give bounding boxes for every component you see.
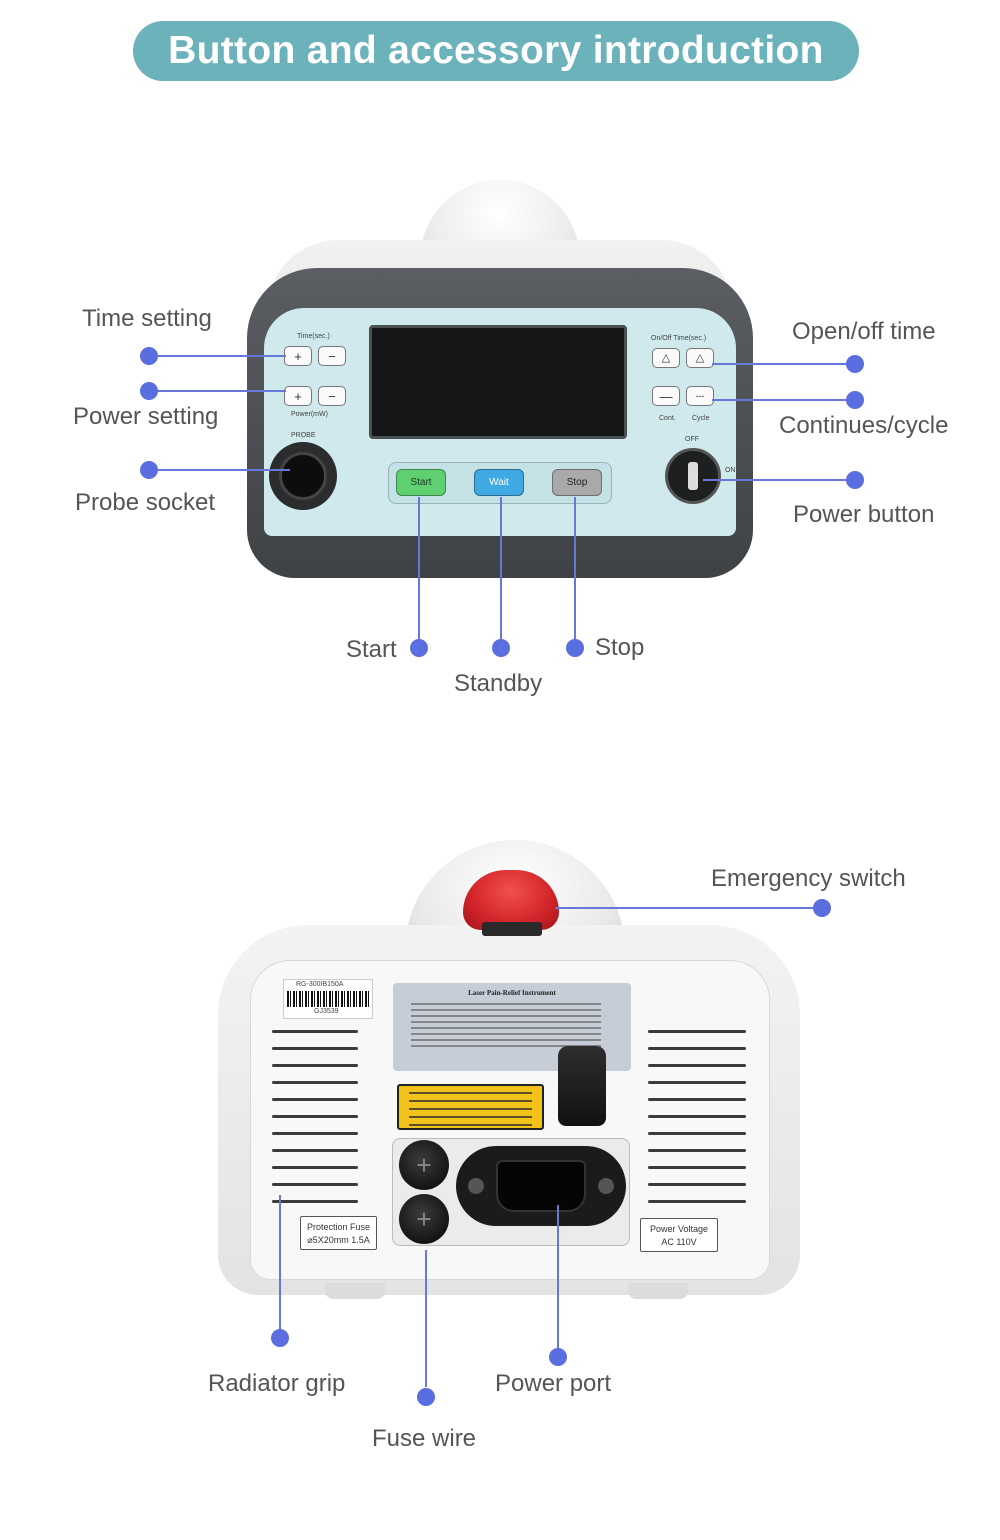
- voltage-line1: Power Voltage: [649, 1224, 709, 1234]
- fuse-rating-line1: Protection Fuse: [306, 1222, 371, 1232]
- time-sec-caption: Time(sec.): [297, 333, 330, 340]
- label-start: Start: [346, 636, 397, 663]
- rating-label: Laser Pain-Relief Instrument: [393, 983, 631, 1071]
- fuse-rating-sticker: Protection Fuse ⌀5X20mm 1.5A: [300, 1216, 377, 1250]
- voltage-sticker: Power Voltage AC 110V: [640, 1218, 718, 1252]
- wait-button[interactable]: Wait: [474, 469, 524, 496]
- cycle-key[interactable]: ---: [686, 386, 714, 406]
- probe-caption: PROBE: [291, 432, 316, 439]
- callout-line-power-port: [557, 1205, 559, 1349]
- lcd-screen: [369, 325, 627, 439]
- power-inlet-socket: [496, 1160, 586, 1212]
- callout-line-stop: [574, 497, 576, 639]
- callout-dot-open-off: [846, 355, 864, 373]
- callout-line-probe: [158, 469, 290, 471]
- label-stop: Stop: [595, 634, 645, 661]
- power-plus-key[interactable]: +: [284, 386, 312, 406]
- triangle-up-icon: △: [661, 351, 671, 364]
- on-caption: ON: [725, 467, 736, 474]
- voltage-line2: AC 110V: [661, 1237, 697, 1247]
- callout-dot-stop: [566, 639, 584, 657]
- callout-dot-radiator: [271, 1329, 289, 1347]
- power-inlet[interactable]: [456, 1146, 626, 1226]
- fuse-holder-bottom[interactable]: +: [399, 1194, 449, 1244]
- fuse-rating-line2: ⌀5X20mm 1.5A: [307, 1235, 370, 1245]
- triangle-up-icon: △: [695, 351, 705, 364]
- label-open-off-time: Open/off time: [792, 318, 936, 345]
- screw-cross-icon: +: [416, 1149, 432, 1180]
- callout-line-start: [418, 497, 420, 639]
- callout-line-power: [158, 390, 286, 392]
- callout-line-radiator: [279, 1195, 281, 1330]
- foot-right: [628, 1283, 688, 1299]
- label-continues-cycle: Continues/cycle: [779, 412, 949, 439]
- time-plus-key[interactable]: +: [284, 346, 312, 366]
- label-time-setting: Time setting: [82, 305, 212, 332]
- rating-label-title: Laser Pain-Relief Instrument: [468, 989, 556, 997]
- page-title: Button and accessory introduction: [133, 21, 859, 81]
- barcode-icon: [287, 991, 369, 1007]
- on-off-time-caption: On/Off Time(sec.): [651, 335, 707, 342]
- callout-line-cycle: [712, 399, 848, 401]
- label-fuse-wire: Fuse wire: [372, 1425, 477, 1452]
- label-probe-socket: Probe socket: [75, 489, 216, 516]
- probe-socket-inner: [279, 452, 327, 500]
- callout-dot-start: [410, 639, 428, 657]
- callout-line-open-off: [712, 363, 848, 365]
- power-key-switch[interactable]: [665, 448, 721, 504]
- label-power-setting: Power setting: [73, 403, 219, 430]
- serial-number: GJ3539: [314, 1008, 339, 1015]
- time-minus-key[interactable]: −: [318, 346, 346, 366]
- callout-dot-power-button: [846, 471, 864, 489]
- callout-dot-power-port: [549, 1348, 567, 1366]
- screw-icon: [598, 1178, 614, 1194]
- key-slot-icon: [688, 462, 698, 490]
- callout-dot-time: [140, 347, 158, 365]
- callout-dot-cycle: [846, 391, 864, 409]
- stop-button[interactable]: Stop: [552, 469, 602, 496]
- callout-line-standby: [500, 497, 502, 639]
- emergency-stop-base: [482, 922, 542, 936]
- power-minus-key[interactable]: −: [318, 386, 346, 406]
- power-mw-caption: Power(mW): [291, 411, 328, 418]
- dashed-line-icon: ---: [695, 390, 705, 401]
- fuse-holder-top[interactable]: +: [399, 1140, 449, 1190]
- laser-warning-label: [397, 1084, 544, 1130]
- off-time-key[interactable]: △: [686, 348, 714, 368]
- callout-line-power-button: [703, 479, 848, 481]
- foot-left: [325, 1283, 385, 1299]
- rating-label-text: [411, 1003, 601, 1051]
- start-button[interactable]: Start: [396, 469, 446, 496]
- screw-cross-icon: +: [416, 1203, 432, 1234]
- label-standby: Standby: [454, 670, 543, 697]
- cycle-caption: Cycle: [692, 415, 710, 422]
- label-power-button: Power button: [793, 501, 935, 528]
- continuous-key[interactable]: —: [652, 386, 680, 406]
- callout-dot-power: [140, 382, 158, 400]
- callout-dot-probe: [140, 461, 158, 479]
- callout-dot-fuse: [417, 1388, 435, 1406]
- callout-line-emergency: [555, 907, 815, 909]
- callout-dot-standby: [492, 639, 510, 657]
- probe-holder: [558, 1046, 606, 1126]
- label-radiator-grip: Radiator grip: [208, 1370, 346, 1397]
- label-power-port: Power port: [495, 1370, 612, 1397]
- off-caption: OFF: [685, 436, 699, 443]
- dash-icon: —: [659, 388, 673, 404]
- callout-dot-emergency: [813, 899, 831, 917]
- label-emergency-switch: Emergency switch: [711, 865, 906, 892]
- model-code: RG-300IB150A: [296, 981, 344, 988]
- screw-icon: [468, 1178, 484, 1194]
- callout-line-time: [158, 355, 286, 357]
- on-time-key[interactable]: △: [652, 348, 680, 368]
- emergency-stop-button[interactable]: [463, 870, 559, 930]
- cont-caption: Cont.: [659, 415, 676, 422]
- callout-line-fuse: [425, 1250, 427, 1387]
